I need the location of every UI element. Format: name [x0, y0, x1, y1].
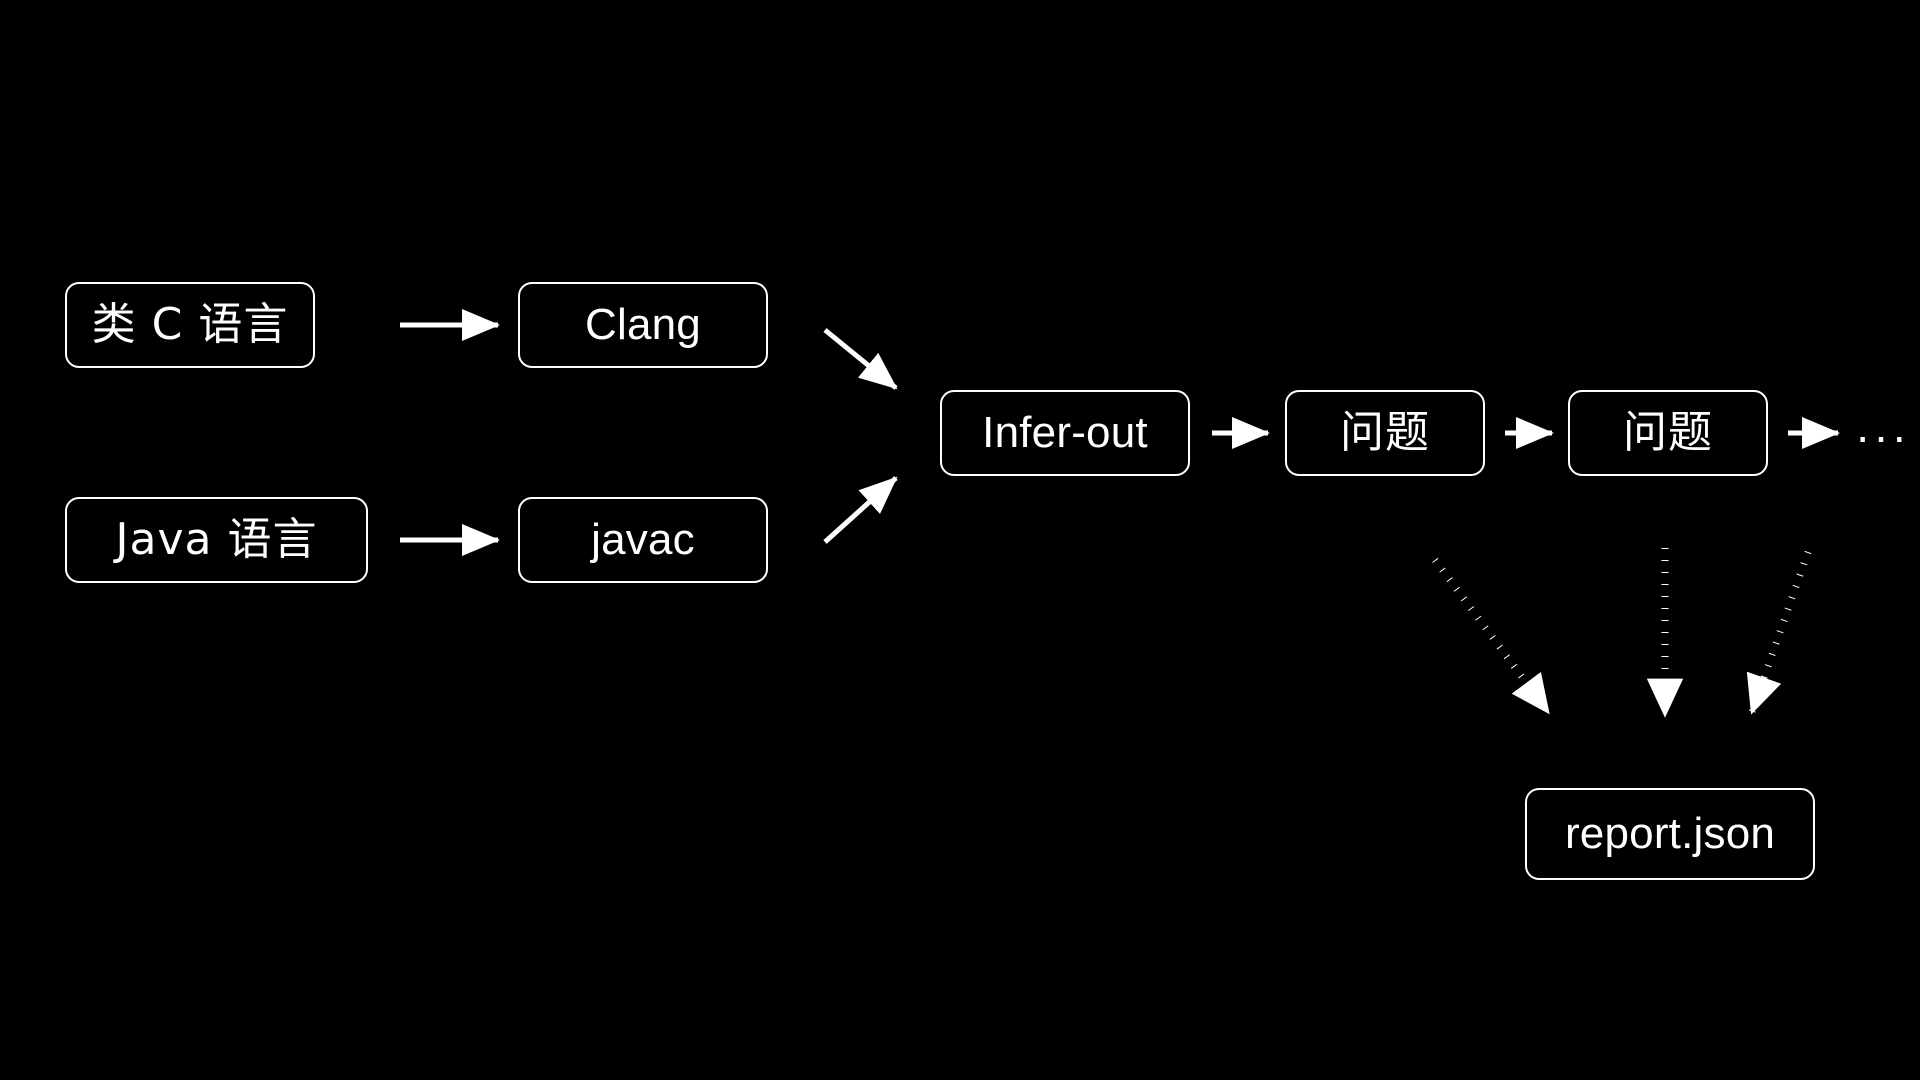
node-label-c-lang: 类 C 语言: [91, 299, 289, 350]
node-label-issue-2: 问题: [1623, 407, 1713, 458]
node-label-java-lang: Java 语言: [115, 514, 318, 565]
node-javac[interactable]: javac: [518, 497, 768, 583]
node-label-infer-out: Infer-out: [982, 408, 1148, 457]
node-issue-2[interactable]: 问题: [1568, 390, 1768, 476]
node-clang[interactable]: Clang: [518, 282, 768, 368]
node-issue-1[interactable]: 问题: [1285, 390, 1485, 476]
node-label-clang: Clang: [585, 300, 701, 349]
node-report[interactable]: report.json: [1525, 788, 1815, 880]
node-c-lang[interactable]: 类 C 语言: [65, 282, 315, 368]
edge-e-c-infer: [823, 328, 898, 390]
node-infer-out[interactable]: Infer-out: [940, 390, 1190, 476]
node-label-issue-1: 问题: [1340, 407, 1430, 458]
node-label-javac: javac: [591, 515, 695, 564]
node-java-lang[interactable]: Java 语言: [65, 497, 368, 583]
edge-e-j-infer: [823, 476, 898, 544]
ellipsis-more-issues: ···: [1855, 410, 1910, 462]
node-label-report: report.json: [1564, 809, 1776, 858]
edge-d-more-rep: [1746, 550, 1812, 715]
edge-d-q1-rep: [1432, 557, 1551, 715]
